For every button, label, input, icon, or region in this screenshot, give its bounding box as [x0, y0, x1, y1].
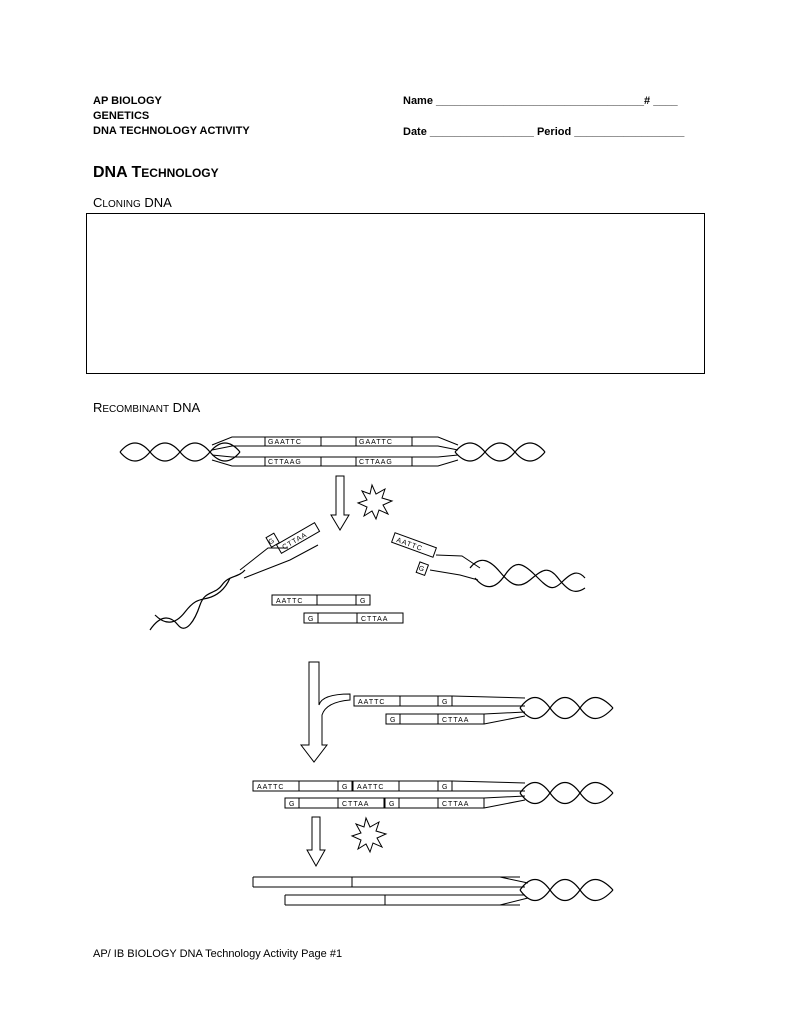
cut-fragment-left: G CTTAA: [149, 521, 321, 631]
section-cloning-dna: CLONING DNA: [93, 195, 172, 210]
cloning-answer-box[interactable]: [86, 213, 705, 374]
annealed-recombinant: AATTC G AATTC G G CTTAA G CTTAA: [252, 780, 614, 809]
svg-text:AATTC: AATTC: [257, 784, 284, 791]
svg-text:G: G: [308, 616, 314, 623]
final-recombinant-dna: [252, 876, 614, 906]
svg-text:G: G: [268, 537, 277, 546]
unit-label: GENETICS: [93, 110, 150, 122]
section-recombinant-dna: RECOMBINANT DNA: [93, 400, 201, 415]
intact-dna-molecule: GAATTC GAATTC CTTAAG CTTAAG: [119, 436, 546, 467]
svg-text:AATTC: AATTC: [358, 699, 385, 706]
svg-text:G: G: [389, 801, 395, 808]
page-footer: AP/ IB BIOLOGY DNA Technology Activity P…: [93, 948, 343, 960]
activity-label: DNA TECHNOLOGY ACTIVITY: [93, 125, 250, 137]
svg-text:CTTAA: CTTAA: [342, 801, 369, 808]
svg-text:CTTAA: CTTAA: [442, 801, 469, 808]
svg-text:CTTAA: CTTAA: [361, 616, 388, 623]
svg-text:CTTAA: CTTAA: [281, 532, 308, 552]
svg-text:CTTAAG: CTTAAG: [359, 459, 393, 466]
svg-text:AATTC: AATTC: [276, 598, 303, 605]
joining-arrow-icon: [299, 661, 351, 763]
page-title: DNA TECHNOLOGY: [93, 164, 219, 181]
svg-text:G: G: [360, 598, 366, 605]
svg-text:GAATTC: GAATTC: [359, 439, 393, 446]
svg-text:G: G: [342, 784, 348, 791]
date-period-line[interactable]: Date _________________ Period __________…: [403, 126, 685, 138]
svg-text:GAATTC: GAATTC: [268, 439, 302, 446]
svg-text:CTTAA: CTTAA: [442, 717, 469, 724]
svg-text:G: G: [442, 784, 448, 791]
svg-text:G: G: [442, 699, 448, 706]
arrow-down-icon: [330, 475, 350, 531]
svg-text:G: G: [417, 565, 425, 574]
cut-fragment-middle: AATTC G G CTTAA: [271, 594, 404, 624]
svg-text:G: G: [289, 801, 295, 808]
header-left: AP BIOLOGY GENETICS DNA TECHNOLOGY ACTIV…: [93, 94, 250, 139]
cut-fragment-right: AATTC G: [390, 532, 586, 592]
svg-text:CTTAAG: CTTAAG: [268, 459, 302, 466]
course-label: AP BIOLOGY: [93, 95, 162, 107]
arrow-down-icon: [306, 816, 326, 868]
svg-text:AATTC: AATTC: [395, 537, 423, 553]
name-line[interactable]: Name __________________________________#…: [403, 95, 678, 107]
restriction-enzyme-star-icon: [356, 483, 394, 521]
svg-text:AATTC: AATTC: [357, 784, 384, 791]
ligase-star-icon: [350, 816, 388, 854]
svg-text:G: G: [390, 717, 396, 724]
incoming-fragment: AATTC G G CTTAA: [353, 695, 614, 725]
